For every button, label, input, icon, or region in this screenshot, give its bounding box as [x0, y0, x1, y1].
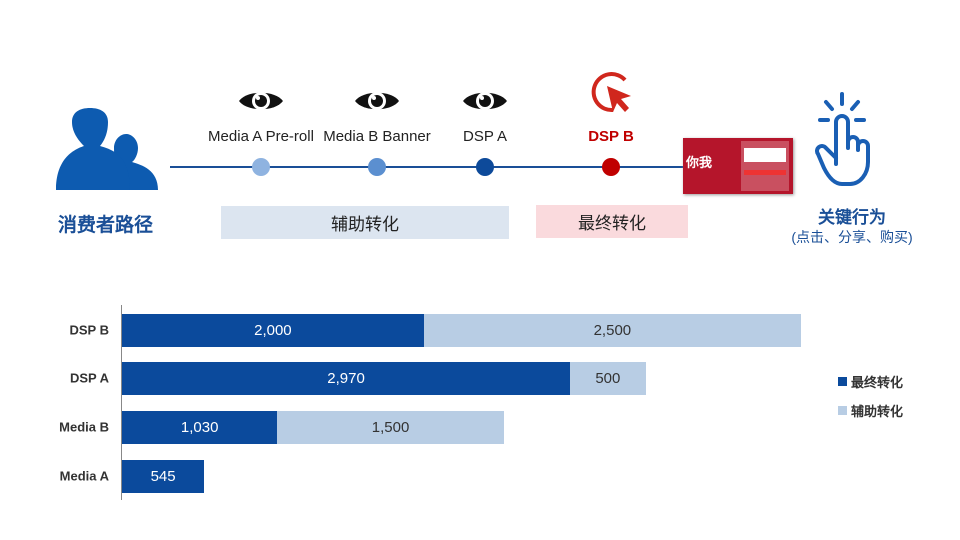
touchpoint-label: DSP B: [588, 128, 634, 145]
data-label: 1,030: [180, 419, 219, 436]
touchpoint-dot[interactable]: [602, 158, 620, 176]
consumer-path-label: 消费者路径: [58, 215, 154, 236]
bar-final: 545: [122, 460, 205, 493]
category-label: DSP B: [69, 322, 110, 338]
key-action-title: 关键行为: [818, 208, 886, 227]
legend-label: 辅助转化: [851, 404, 904, 419]
consumers-icon: [56, 108, 158, 190]
data-label: 500: [595, 370, 621, 387]
data-label: 2,970: [327, 370, 365, 387]
touchpoint-label: Media A Pre-roll: [208, 128, 314, 145]
touchpoint-dot[interactable]: [252, 158, 270, 176]
final-conversion-box: 最终转化: [536, 205, 688, 238]
y-axis: [121, 305, 122, 500]
key-action-subtitle: (点击、分享、购买): [791, 229, 913, 245]
assist-conversion-box: 辅助转化: [221, 206, 509, 239]
tap-hand-icon: [815, 92, 870, 186]
landing-page-logo: 你我: [686, 155, 713, 170]
touchpoint-dot[interactable]: [368, 158, 386, 176]
landing-page-thumbnail: 你我: [683, 138, 793, 194]
legend-swatch: [838, 406, 847, 415]
bar-assist: 1,500: [277, 411, 504, 444]
data-label: 2,500: [593, 322, 632, 339]
journey-line: [170, 166, 690, 168]
bar-assist: 2,500: [423, 314, 801, 347]
click-cursor-icon: [585, 66, 637, 123]
touchpoint-label: Media B Banner: [323, 128, 431, 145]
legend-item-final: 最终转化: [838, 372, 903, 391]
legend-label: 最终转化: [851, 375, 904, 390]
eye-icon: [237, 86, 285, 121]
touchpoint-label: DSP A: [463, 128, 507, 145]
bar-final: 2,970: [122, 362, 571, 395]
data-label: 545: [150, 468, 176, 485]
category-label: Media A: [59, 468, 109, 484]
touchpoint-dot[interactable]: [476, 158, 494, 176]
bar-final: 1,030: [122, 411, 278, 444]
category-label: Media B: [59, 419, 109, 435]
legend-item-assist: 辅助转化: [838, 401, 903, 420]
category-label: DSP A: [69, 370, 109, 386]
eye-icon: [461, 86, 509, 121]
bar-assist: 500: [570, 362, 646, 395]
eye-icon: [353, 86, 401, 121]
data-label: 1,500: [371, 419, 410, 436]
legend-swatch: [838, 377, 847, 386]
data-label: 2,000: [254, 322, 292, 339]
bar-final: 2,000: [122, 314, 424, 347]
